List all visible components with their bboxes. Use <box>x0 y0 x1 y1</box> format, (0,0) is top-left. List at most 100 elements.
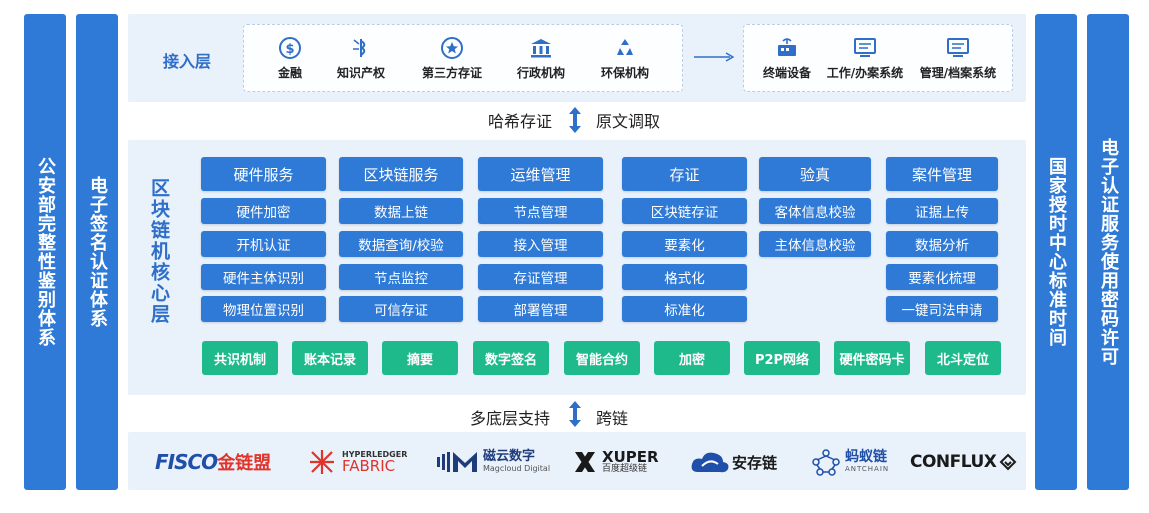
connector-top-left: 哈希存证 <box>488 112 553 131</box>
access-item-admin: 行政机构 <box>496 36 586 81</box>
core-item: 接入管理 <box>478 231 603 257</box>
hyperledger-logo: HYPERLEDGER FABRIC <box>308 445 407 479</box>
access-item-finance: $ 金融 <box>245 36 335 81</box>
access-item-label: 金融 <box>277 66 302 80</box>
core-column-header: 区块链服务 <box>339 157 463 191</box>
core-column-header: 案件管理 <box>886 157 998 191</box>
star-badge-icon <box>441 37 463 59</box>
core-item: 可信存证 <box>339 296 463 322</box>
core-item: 数据上链 <box>339 198 463 224</box>
access-layer-title: 接入层 <box>163 52 212 71</box>
right-pillar-1: 国家授时中心标准时间 <box>1035 14 1077 490</box>
xuper-icon <box>575 452 595 472</box>
core-item: 标准化 <box>622 296 747 322</box>
antchain-logo-text: 蚂蚁链 <box>845 449 887 466</box>
core-item: 数据分析 <box>886 231 998 257</box>
ancun-logo-text: 安存链 <box>732 453 778 472</box>
core-item: 物理位置识别 <box>201 296 326 322</box>
core-base-item: 智能合约 <box>564 341 640 375</box>
magcloud-icon <box>437 452 477 472</box>
access-item-label: 行政机构 <box>516 66 565 80</box>
core-base-item: 加密 <box>654 341 730 375</box>
svg-text:$: $ <box>285 42 294 57</box>
bidirectional-arrow-icon <box>569 401 581 427</box>
core-base-item: 北斗定位 <box>925 341 1001 375</box>
core-base-item: 共识机制 <box>202 341 278 375</box>
core-item: 要素化 <box>622 231 747 257</box>
core-column-header: 验真 <box>759 157 871 191</box>
antchain-logo: 蚂蚁链 ANTCHAIN <box>810 445 889 479</box>
access-target-work-system: 工作/办案系统 <box>820 36 910 81</box>
xuper-logo-text: XUPER <box>602 447 659 466</box>
access-item-label: 知识产权 <box>336 66 385 80</box>
core-item: 硬件加密 <box>201 198 326 224</box>
core-base-item: 数字签名 <box>473 341 549 375</box>
recycle-icon <box>617 39 633 55</box>
access-item-label: 第三方存证 <box>421 66 482 80</box>
access-target-label: 终端设备 <box>762 66 811 80</box>
left-pillar-2: 电子签名认证体系 <box>76 14 118 490</box>
platforms-panel <box>128 432 1026 490</box>
access-target-terminal: 终端设备 <box>742 36 832 81</box>
xuper-logo-subtext: 百度超级链 <box>602 464 648 475</box>
core-item: 区块链存证 <box>622 198 747 224</box>
access-item-label: 环保机构 <box>600 66 649 80</box>
access-target-label: 工作/办案系统 <box>826 66 904 80</box>
core-item: 部署管理 <box>478 296 603 322</box>
fisco-logo-text: FISCO <box>155 450 218 474</box>
fabric-logo-text: FABRIC <box>342 456 396 475</box>
core-layer-title: 区块链机核心层 <box>148 178 170 325</box>
conflux-mark-icon <box>999 453 1017 471</box>
core-item: 主体信息校验 <box>759 231 871 257</box>
core-item: 节点监控 <box>339 264 463 290</box>
arrow-right-icon <box>694 52 734 62</box>
ancun-cloud-icon <box>691 452 729 473</box>
dollar-coin-icon: $ <box>279 37 301 59</box>
antchain-logo-subtext: ANTCHAIN <box>845 464 890 473</box>
access-target-archive-system: 管理/档案系统 <box>913 36 1003 81</box>
bidirectional-arrow-icon <box>569 107 581 133</box>
core-item: 数据查询/校验 <box>339 231 463 257</box>
magcloud-logo-text: 磁云数字 <box>483 449 536 465</box>
core-base-item: 摘要 <box>382 341 458 375</box>
core-item: 证据上传 <box>886 198 998 224</box>
core-item: 一键司法申请 <box>886 296 998 322</box>
access-targets-box <box>743 24 1013 92</box>
magcloud-logo-subtext: Magcloud Digital <box>483 463 551 473</box>
core-base-item: P2P网络 <box>744 341 820 375</box>
core-item: 开机认证 <box>201 231 326 257</box>
access-item-environment: 环保机构 <box>580 36 670 81</box>
magcloud-logo: 磁云数字 Magcloud Digital <box>437 445 550 479</box>
access-item-third-party: 第三方存证 <box>407 36 497 81</box>
access-sources-box <box>243 24 683 92</box>
core-item: 要素化梳理 <box>886 264 998 290</box>
core-column-header: 存证 <box>622 157 747 191</box>
access-item-ip: 知识产权 <box>316 36 406 81</box>
monitor-icon <box>947 38 969 57</box>
ip-rights-icon <box>353 39 366 57</box>
core-item: 格式化 <box>622 264 747 290</box>
core-column-header: 硬件服务 <box>201 157 326 191</box>
access-target-label: 管理/档案系统 <box>919 66 997 80</box>
core-item: 节点管理 <box>478 198 603 224</box>
left-pillar-1: 公安部完整性鉴别体系 <box>24 14 66 490</box>
connector-bottom-right: 跨链 <box>596 409 629 428</box>
right-pillar-2: 电子认证服务使用密码许可 <box>1087 14 1129 490</box>
core-base-item: 硬件密码卡 <box>834 341 910 375</box>
connector-top-right: 原文调取 <box>596 112 661 131</box>
xuper-logo: XUPER 百度超级链 <box>572 445 659 479</box>
core-item: 存证管理 <box>478 264 603 290</box>
antchain-icon <box>812 449 840 476</box>
conflux-logo-text: CONFLUX <box>910 452 997 472</box>
core-item: 客体信息校验 <box>759 198 871 224</box>
ancun-logo: 安存链 <box>690 445 777 479</box>
conflux-logo: CONFLUX <box>910 445 1017 479</box>
fisco-logo: FISCO 金链盟 <box>155 445 271 479</box>
government-building-icon <box>531 39 551 58</box>
core-base-item: 账本记录 <box>292 341 368 375</box>
core-column-header: 运维管理 <box>478 157 603 191</box>
core-item: 硬件主体识别 <box>201 264 326 290</box>
connector-bottom-left: 多底层支持 <box>470 409 551 428</box>
hyperledger-icon <box>310 450 334 474</box>
monitor-icon <box>854 38 876 57</box>
